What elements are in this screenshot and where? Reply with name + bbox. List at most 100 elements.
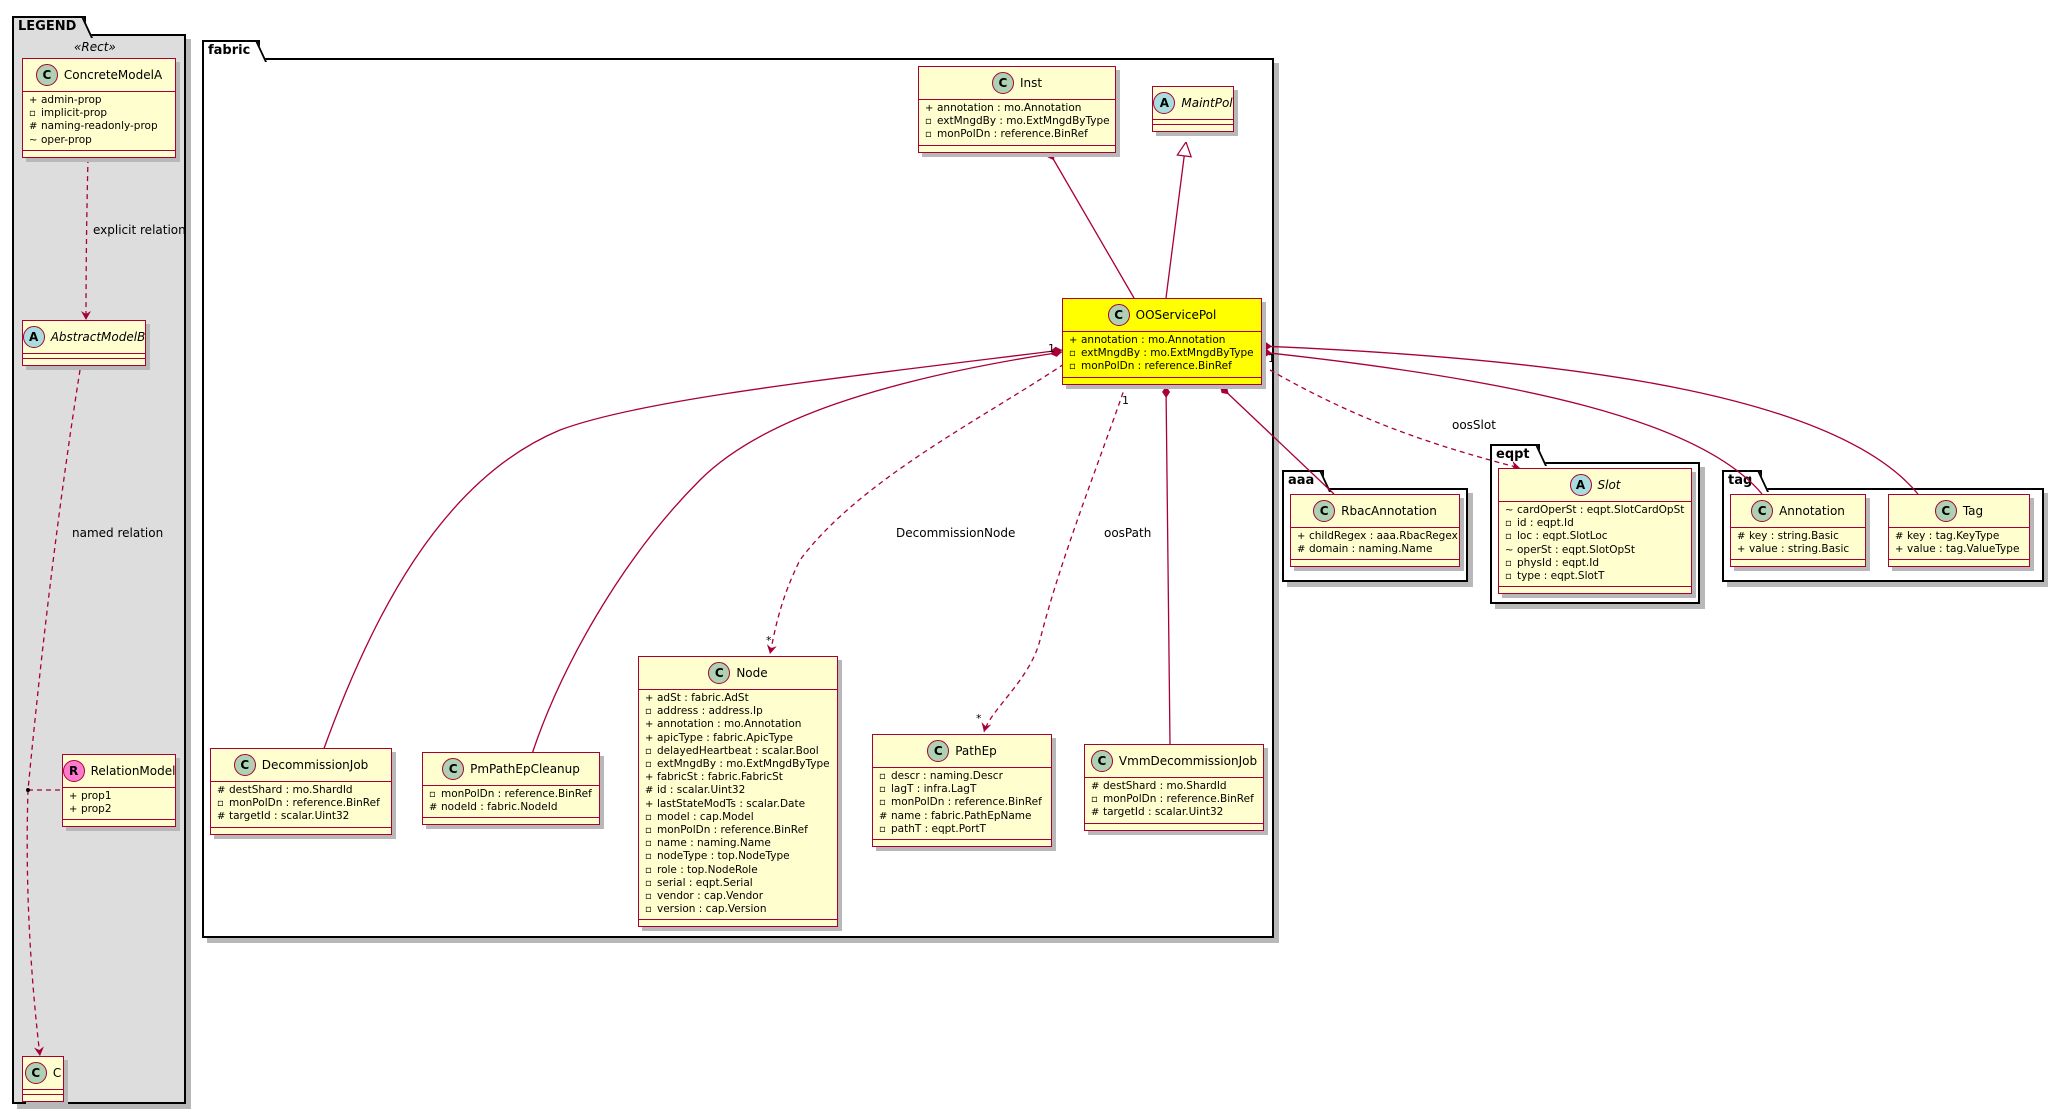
class-attribute: ▫vendor : cap.Vendor bbox=[645, 890, 831, 903]
decommissionjob-composition-edge bbox=[321, 346, 1063, 755]
attribute-text: fabricSt : fabric.FabricSt bbox=[657, 771, 783, 784]
visibility-icon: ▫ bbox=[925, 116, 932, 128]
class-c-icon: C bbox=[1934, 500, 1957, 522]
vmmdecommissionjob-class-attrs: #destShard : mo.ShardId▫monPolDn : refer… bbox=[1085, 778, 1263, 823]
attribute-text: role : top.NodeRole bbox=[657, 863, 758, 876]
class-attribute: #naming-readonly-prop bbox=[29, 120, 169, 133]
class-attribute: +lastStateModTs : scalar.Date bbox=[645, 798, 831, 811]
inst-composition-edge bbox=[1047, 149, 1135, 299]
maintpol-class-name: MaintPol bbox=[1181, 96, 1233, 110]
visibility-icon: ~ bbox=[1505, 505, 1514, 516]
class-attribute: #targetId : scalar.Uint32 bbox=[217, 810, 385, 823]
legend-concrete-model-name: ConcreteModelA bbox=[63, 68, 163, 82]
attribute-text: annotation : mo.Annotation bbox=[937, 102, 1082, 114]
slot-class-attrs: ~cardOperSt : eqpt.SlotCardOpSt▫id : eqp… bbox=[1499, 502, 1691, 586]
visibility-icon: + bbox=[645, 719, 654, 731]
attribute-text: operSt : eqpt.SlotOpSt bbox=[1517, 543, 1635, 556]
attribute-text: model : cap.Model bbox=[657, 810, 754, 823]
visibility-icon: ~ bbox=[29, 134, 38, 146]
attribute-text: name : fabric.PathEpName bbox=[891, 809, 1032, 822]
attribute-text: monPolDn : reference.BinRef bbox=[657, 824, 808, 837]
legend-named-relation-label: named relation bbox=[72, 526, 164, 540]
class-attribute: ▫serial : eqpt.Serial bbox=[645, 877, 831, 890]
visibility-icon: # bbox=[1737, 531, 1746, 542]
attribute-text: childRegex : aaa.RbacRegex bbox=[1309, 530, 1458, 542]
class-attribute: ▫name : naming.Name bbox=[645, 837, 831, 850]
class-attribute: +prop1 bbox=[69, 790, 169, 803]
class-attribute: +apicType : fabric.ApicType bbox=[645, 732, 831, 745]
visibility-icon: + bbox=[69, 791, 78, 802]
attribute-text: key : string.Basic bbox=[1749, 530, 1839, 542]
oos-slot-label: oosSlot bbox=[1452, 418, 1496, 432]
pmpathepcleanup-composition-edge bbox=[531, 348, 1063, 755]
visibility-icon: + bbox=[1297, 531, 1306, 542]
class-attribute: +adSt : fabric.AdSt bbox=[645, 692, 831, 705]
visibility-icon: + bbox=[1737, 544, 1746, 556]
visibility-icon: ▫ bbox=[645, 759, 652, 771]
visibility-icon: ▫ bbox=[879, 823, 886, 835]
attribute-text: lastStateModTs : scalar.Date bbox=[657, 797, 806, 810]
class-attribute: ▫lagT : infra.LagT bbox=[879, 783, 1045, 796]
legend-package: LEGEND bbox=[12, 16, 186, 1104]
pmpathepcleanup-class-name: PmPathEpCleanup bbox=[470, 762, 580, 776]
ooservicepol-class-attrs: +annotation : mo.Annotation▫extMngdBy : … bbox=[1063, 332, 1261, 377]
class-attribute: ▫monPolDn : reference.BinRef bbox=[925, 128, 1109, 141]
annotation-composition-edge bbox=[1259, 348, 1763, 495]
multiplicity-many-node: * bbox=[766, 634, 772, 647]
class-a-icon: A bbox=[1569, 474, 1592, 496]
visibility-icon: ▫ bbox=[645, 825, 652, 837]
visibility-icon: # bbox=[217, 811, 226, 823]
node-dependency-edge bbox=[766, 363, 1065, 655]
tag-class-name: Tag bbox=[1962, 504, 1984, 518]
legend-stereotype: «Rect» bbox=[74, 40, 116, 54]
decommission-node-label: DecommissionNode bbox=[896, 526, 1016, 540]
multiplicity-one-tag: 1 bbox=[1268, 352, 1275, 365]
class-c-icon: C bbox=[708, 662, 731, 684]
attribute-text: loc : eqpt.SlotLoc bbox=[1517, 530, 1608, 543]
visibility-icon: ▫ bbox=[645, 891, 652, 903]
inst-class-name: Inst bbox=[1019, 76, 1043, 90]
attribute-text: nodeId : fabric.NodeId bbox=[441, 801, 558, 814]
tag-class-attrs: #key : tag.KeyType+value : tag.ValueType bbox=[1889, 528, 2029, 559]
pathep-class-name: PathEp bbox=[955, 744, 997, 758]
visibility-icon: # bbox=[1297, 544, 1306, 556]
attribute-text: value : string.Basic bbox=[1749, 543, 1850, 556]
class-attribute: ▫ pathT : eqpt.PortT bbox=[879, 823, 1045, 836]
attribute-text: pathT : eqpt.PortT bbox=[891, 822, 986, 835]
attribute-text: destShard : mo.ShardId bbox=[229, 784, 353, 796]
visibility-icon: ▫ bbox=[645, 706, 652, 718]
class-attribute: ▫model : cap.Model bbox=[645, 811, 831, 824]
visibility-icon: ▫ bbox=[29, 108, 36, 120]
visibility-icon: ▫ bbox=[645, 838, 652, 850]
class-attribute: ▫extMngdBy : mo.ExtMngdByType bbox=[645, 758, 831, 771]
visibility-icon: + bbox=[645, 732, 654, 744]
visibility-icon: ▫ bbox=[645, 864, 652, 876]
multiplicity-one-decommission: 1 bbox=[1048, 342, 1055, 355]
class-attribute: #key : string.Basic bbox=[1737, 530, 1859, 543]
class-attribute: +annotation : mo.Annotation bbox=[645, 718, 831, 731]
attribute-text: version : cap.Version bbox=[657, 903, 767, 916]
tag-class[interactable]: C Tag #key : tag.KeyType+value : tag.Valu… bbox=[1888, 494, 2030, 568]
visibility-icon: ▫ bbox=[217, 798, 224, 810]
class-attribute: ▫monPolDn : reference.BinRef bbox=[1091, 793, 1257, 806]
legend-explicit-relation-edge bbox=[81, 157, 92, 321]
fabric-package-tab: fabric bbox=[202, 40, 261, 60]
attribute-text: monPolDn : reference.BinRef bbox=[441, 788, 592, 800]
legend-relation-junction bbox=[26, 788, 30, 792]
attribute-text: implicit-prop bbox=[41, 107, 108, 120]
